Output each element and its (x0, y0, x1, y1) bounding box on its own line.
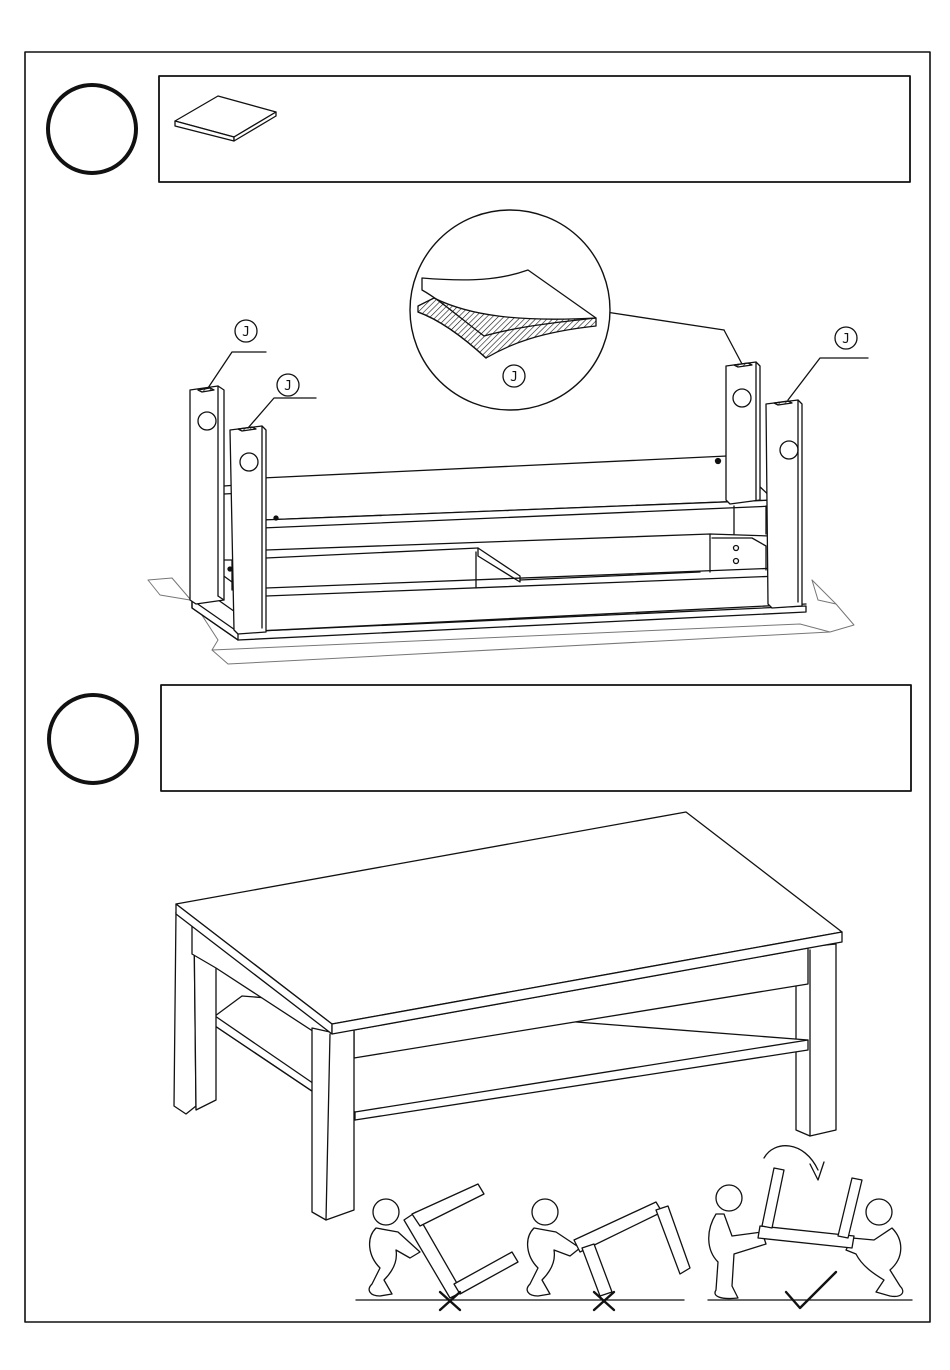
lifting-warning-pictograms (356, 1146, 912, 1310)
callout-label: J (842, 332, 850, 347)
table-leg-back-left (190, 386, 224, 604)
callout-leg-front-left: J (248, 374, 316, 428)
tabletop (192, 600, 806, 640)
wrong-lift-pictogram-2 (527, 1199, 690, 1310)
rotate-arrow-icon (764, 1146, 818, 1170)
callout-leg-back-left: J (208, 320, 266, 388)
check-icon (786, 1272, 836, 1308)
table-leg-front-right-upright (312, 1026, 354, 1220)
step-2 (49, 685, 911, 791)
felt-pad-detail-zoom: J (410, 210, 742, 410)
inverted-table-drawing: J J J J (148, 210, 868, 664)
step-1 (48, 76, 910, 182)
table-leg-front-left (230, 426, 266, 634)
step-1-parts-box (159, 76, 910, 182)
rotate-arrow-head (810, 1162, 824, 1180)
callout-leg-front-right: J (788, 327, 868, 400)
callout-label: J (510, 370, 518, 385)
callout-label: J (284, 379, 292, 394)
apron (204, 534, 780, 614)
correct-lift-pictogram (709, 1146, 903, 1308)
table-leg-back-right (726, 362, 760, 504)
lower-shelf (224, 456, 774, 534)
callout-label: J (242, 325, 250, 340)
wrong-lift-pictogram-1 (369, 1184, 518, 1310)
table-leg-front-right (766, 400, 802, 608)
step-2-number-circle (49, 695, 137, 783)
step-2-parts-box (161, 685, 911, 791)
step-1-number-circle (48, 85, 136, 173)
upright-table-drawing (174, 812, 842, 1220)
felt-pad-sheet-icon (175, 96, 276, 141)
